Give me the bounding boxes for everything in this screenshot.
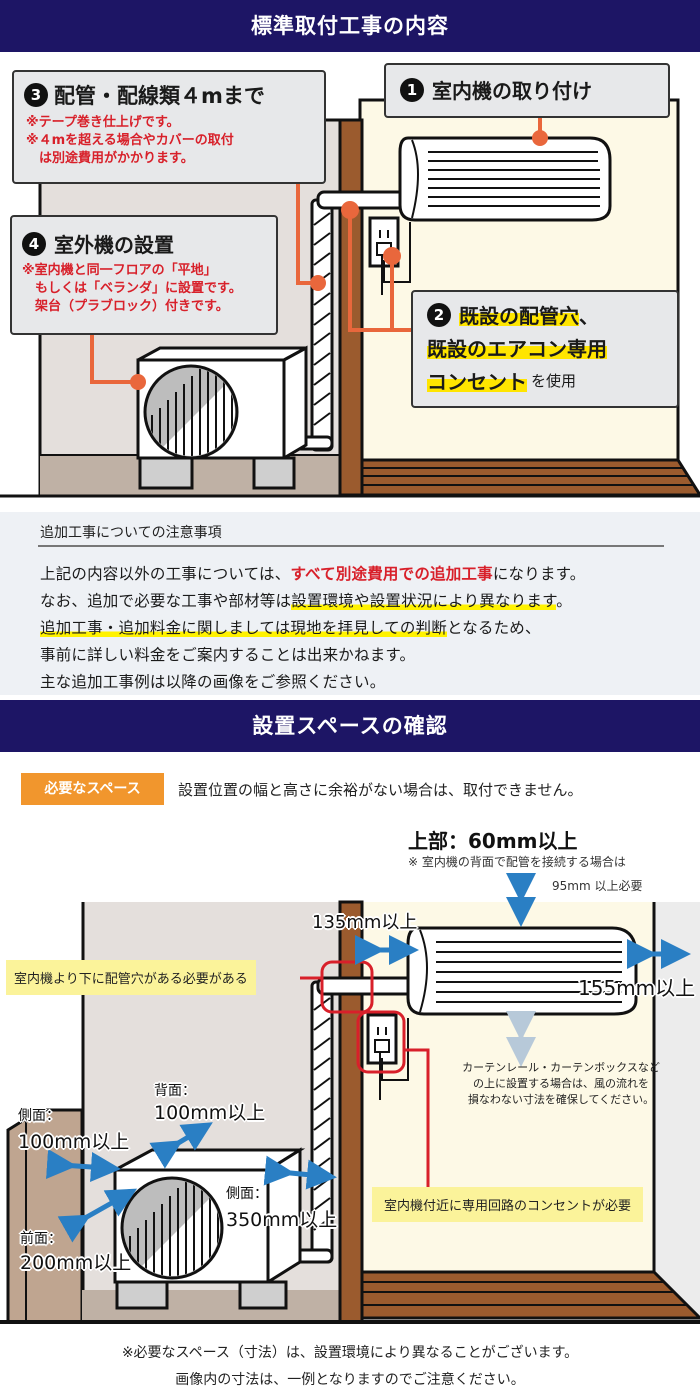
right-clearance-label: 155mm以上: [578, 976, 696, 1000]
callout-2-line2: 既設のエアコン専用: [427, 333, 607, 362]
curtain-rail-note: カーテンレール・カーテンボックスなど の上に設置する場合は、風の流れを 損なわな…: [436, 1060, 686, 1108]
callout-2-line3-highlight: コンセント: [427, 366, 527, 395]
notice-divider: [38, 545, 664, 547]
notice-line-3-post: となるため、: [446, 619, 541, 637]
outdoor-front-value: 200mm以上: [20, 1252, 132, 1274]
callout-3-note-1: ※テープ巻き仕上げです。: [26, 115, 180, 130]
callout-4-note-1: ※室内機と同一フロアの「平地」: [22, 263, 217, 278]
notice-line-3: 追加工事・追加料金に関しましては現地を拝見しての判断となるため、: [40, 616, 541, 638]
left-clearance-label: 135mm以上: [312, 912, 418, 933]
callout-1-title: 室内機の取り付け: [432, 79, 592, 103]
callout-2-line1-highlight: 既設の配管穴: [459, 300, 579, 329]
additional-work-notice: 追加工事についての注意事項 上記の内容以外の工事については、すべて別途費用での追…: [0, 512, 700, 695]
required-space-badge: 必要なスペース: [21, 773, 164, 805]
dedicated-outlet-note: 室内機付近に専用回路のコンセントが必要: [372, 1187, 644, 1222]
callout-3-note-2: ※４mを超える場合やカバーの取付: [26, 133, 234, 148]
callout-4-title: 室外機の設置: [54, 233, 174, 257]
notice-line-1-red: すべて別途費用での追加工事: [290, 565, 493, 583]
required-space-description: 設置位置の幅と高さに余裕がない場合は、取付できません。: [178, 781, 583, 799]
notice-title: 追加工事についての注意事項: [40, 525, 222, 541]
number-1-icon: 1: [400, 77, 424, 102]
callout-3-note-3: は別途費用がかかります。: [26, 151, 194, 166]
notice-line-1: 上記の内容以外の工事については、すべて別途費用での追加工事になります。: [40, 562, 586, 584]
outdoor-unit-icon: [136, 345, 308, 490]
section-title-installation-space: 設置スペースの確認: [0, 700, 700, 752]
callout-3-title: 配管・配線類４mまで: [54, 84, 265, 108]
callout-4-note-2: もしくは「ベランダ」に設置です。: [22, 281, 242, 296]
curtain-note-line3: 損なわない寸法を確保してください。: [467, 1093, 655, 1106]
top-clearance-note-line2: 95mm 以上必要: [552, 879, 643, 893]
notice-line-2-post: 。: [556, 592, 572, 610]
callout-outdoor-unit-installation: 4 室外機の設置 ※室内機と同一フロアの「平地」 もしくは「ベランダ」に設置です…: [10, 215, 278, 335]
clearance-arrows: [46, 873, 691, 1243]
callout-indoor-unit-installation: 1 室内機の取り付け: [384, 63, 670, 118]
notice-line-2-pre: なお、追加で必要な工事や部材等は: [40, 592, 292, 610]
notice-line-3-highlight: 追加工事・追加料金に関しましては現地を拝見しての判断: [40, 619, 447, 637]
pipe-hole-requirement-note: 室内機より下に配管穴がある必要がある: [6, 960, 256, 995]
outdoor-back-label: 背面：: [154, 1083, 196, 1099]
footer-note-1: ※必要なスペース（寸法）は、設置環境により異なることがございます。: [121, 1345, 579, 1361]
callout-4-note-3: 架台（プラブロック）付きです。: [22, 299, 229, 314]
notice-line-2-highlight: 設置環境や設置状況により異なります: [291, 592, 557, 610]
callout-existing-pipe-hole-outlet: 2 既設の配管穴、 既設のエアコン専用 コンセント を使用: [411, 290, 679, 408]
top-clearance-label: 上部：60mm以上: [408, 829, 578, 853]
indoor-unit-icon: [406, 926, 638, 1016]
callout-piping-wiring: 3 配管・配線類４mまで ※テープ巻き仕上げです。 ※４mを超える場合やカバーの…: [12, 70, 326, 184]
outdoor-back-value: 100mm以上: [154, 1102, 266, 1124]
number-2-icon: 2: [427, 302, 451, 327]
notice-line-1-post: になります。: [492, 565, 586, 583]
footer-note-2: 画像内の寸法は、一例となりますのでご注意ください。: [175, 1372, 525, 1388]
notice-line-2: なお、追加で必要な工事や部材等は設置環境や設置状況により異なります。: [40, 589, 572, 611]
number-4-icon: 4: [22, 231, 46, 256]
curtain-note-line2: の上に設置する場合は、風の流れを: [473, 1077, 649, 1090]
outdoor-side-left-label: 側面：: [18, 1108, 60, 1124]
callout-2-line3-tail: を使用: [531, 372, 577, 390]
notice-line-1-pre: 上記の内容以外の工事については、: [40, 565, 291, 583]
callout-2-line1-tail: 、: [579, 304, 599, 328]
outdoor-side-right-value: 350mm以上: [226, 1209, 338, 1231]
outdoor-front-label: 前面：: [20, 1231, 62, 1247]
notice-line-4: 事前に詳しい料金をご案内することは出来かねます。: [40, 646, 416, 664]
curtain-note-line1: カーテンレール・カーテンボックスなど: [462, 1061, 660, 1074]
notice-line-5: 主な追加工事例は以降の画像をご参照ください。: [40, 673, 386, 691]
top-clearance-note-line1: ※ 室内機の背面で配管を接続する場合は: [408, 855, 626, 869]
number-3-icon: 3: [24, 83, 48, 107]
outdoor-side-right-label: 側面：: [226, 1186, 268, 1202]
indoor-unit-icon: [398, 136, 612, 222]
outdoor-side-left-value: 100mm以上: [18, 1131, 130, 1153]
section-title-standard-installation: 標準取付工事の内容: [0, 0, 700, 52]
